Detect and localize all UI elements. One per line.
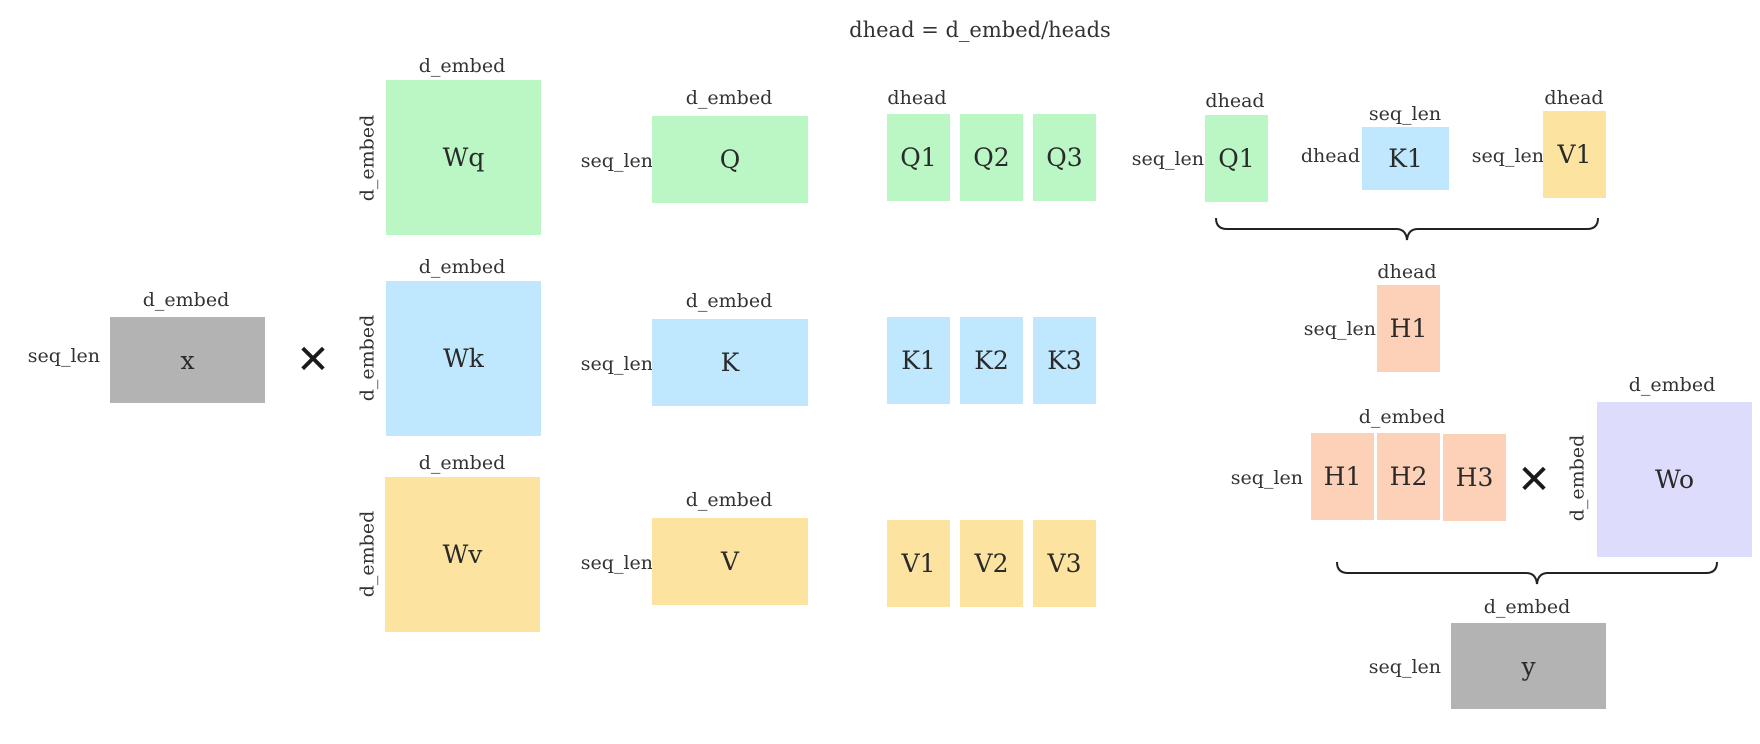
y-width-label: d_embed	[1483, 596, 1571, 618]
head-k1-width-label: seq_len	[1368, 103, 1442, 125]
wq-matrix: Wq	[386, 80, 541, 235]
k-matrix: K	[652, 319, 808, 406]
head-v1-height-label: seq_len	[1471, 145, 1544, 167]
wv-width-label: d_embed	[418, 452, 506, 474]
wk-matrix: Wk	[386, 281, 541, 436]
x-height-label: seq_len	[27, 345, 100, 367]
q3-head: Q3	[1033, 114, 1096, 201]
k1-head: K1	[887, 317, 950, 404]
k2-head: K2	[960, 317, 1023, 404]
concat-height-label: seq_len	[1230, 467, 1303, 489]
q-split-width-label: dhead	[887, 87, 947, 109]
concat-width-label: d_embed	[1358, 406, 1446, 428]
y-height-label: seq_len	[1368, 656, 1441, 678]
wk-width-label: d_embed	[418, 256, 506, 278]
wo-width-label: d_embed	[1628, 374, 1716, 396]
head-v1-matrix: V1	[1543, 111, 1606, 198]
h2-matrix: H2	[1377, 433, 1440, 520]
k-width-label: d_embed	[685, 290, 773, 312]
head-q1-height-label: seq_len	[1131, 148, 1204, 170]
x-width-label: d_embed	[142, 289, 230, 311]
v-width-label: d_embed	[685, 489, 773, 511]
v-height-label: seq_len	[580, 552, 653, 574]
q1-head: Q1	[887, 114, 950, 201]
v1-head: V1	[887, 520, 950, 607]
h1-single-matrix: H1	[1377, 285, 1440, 372]
multiply-sign-x: ✕	[296, 337, 330, 383]
head-q1-matrix: Q1	[1205, 115, 1268, 202]
wo-matrix: Wo	[1597, 402, 1752, 557]
head-v1-width-label: dhead	[1544, 87, 1604, 109]
k-height-label: seq_len	[580, 353, 653, 375]
wv-matrix: Wv	[385, 477, 540, 632]
h1-matrix: H1	[1311, 433, 1374, 520]
x-matrix: x	[110, 317, 265, 403]
y-matrix: y	[1451, 623, 1606, 709]
head-k1-height-label: dhead	[1300, 145, 1360, 167]
v3-head: V3	[1033, 520, 1096, 607]
h1-single-height-label: seq_len	[1303, 318, 1376, 340]
k3-head: K3	[1033, 317, 1096, 404]
v2-head: V2	[960, 520, 1023, 607]
multiply-sign-wo: ✕	[1517, 457, 1551, 503]
wq-width-label: d_embed	[418, 55, 506, 77]
head-k1-matrix: K1	[1362, 127, 1449, 190]
q-matrix: Q	[652, 116, 808, 203]
formula-title: dhead = d_embed/heads	[849, 18, 1111, 42]
q-height-label: seq_len	[580, 150, 653, 172]
q2-head: Q2	[960, 114, 1023, 201]
h3-matrix: H3	[1443, 434, 1506, 521]
q-width-label: d_embed	[685, 87, 773, 109]
h1-single-width-label: dhead	[1377, 261, 1437, 283]
v-matrix: V	[652, 518, 808, 605]
head-q1-width-label: dhead	[1205, 90, 1265, 112]
